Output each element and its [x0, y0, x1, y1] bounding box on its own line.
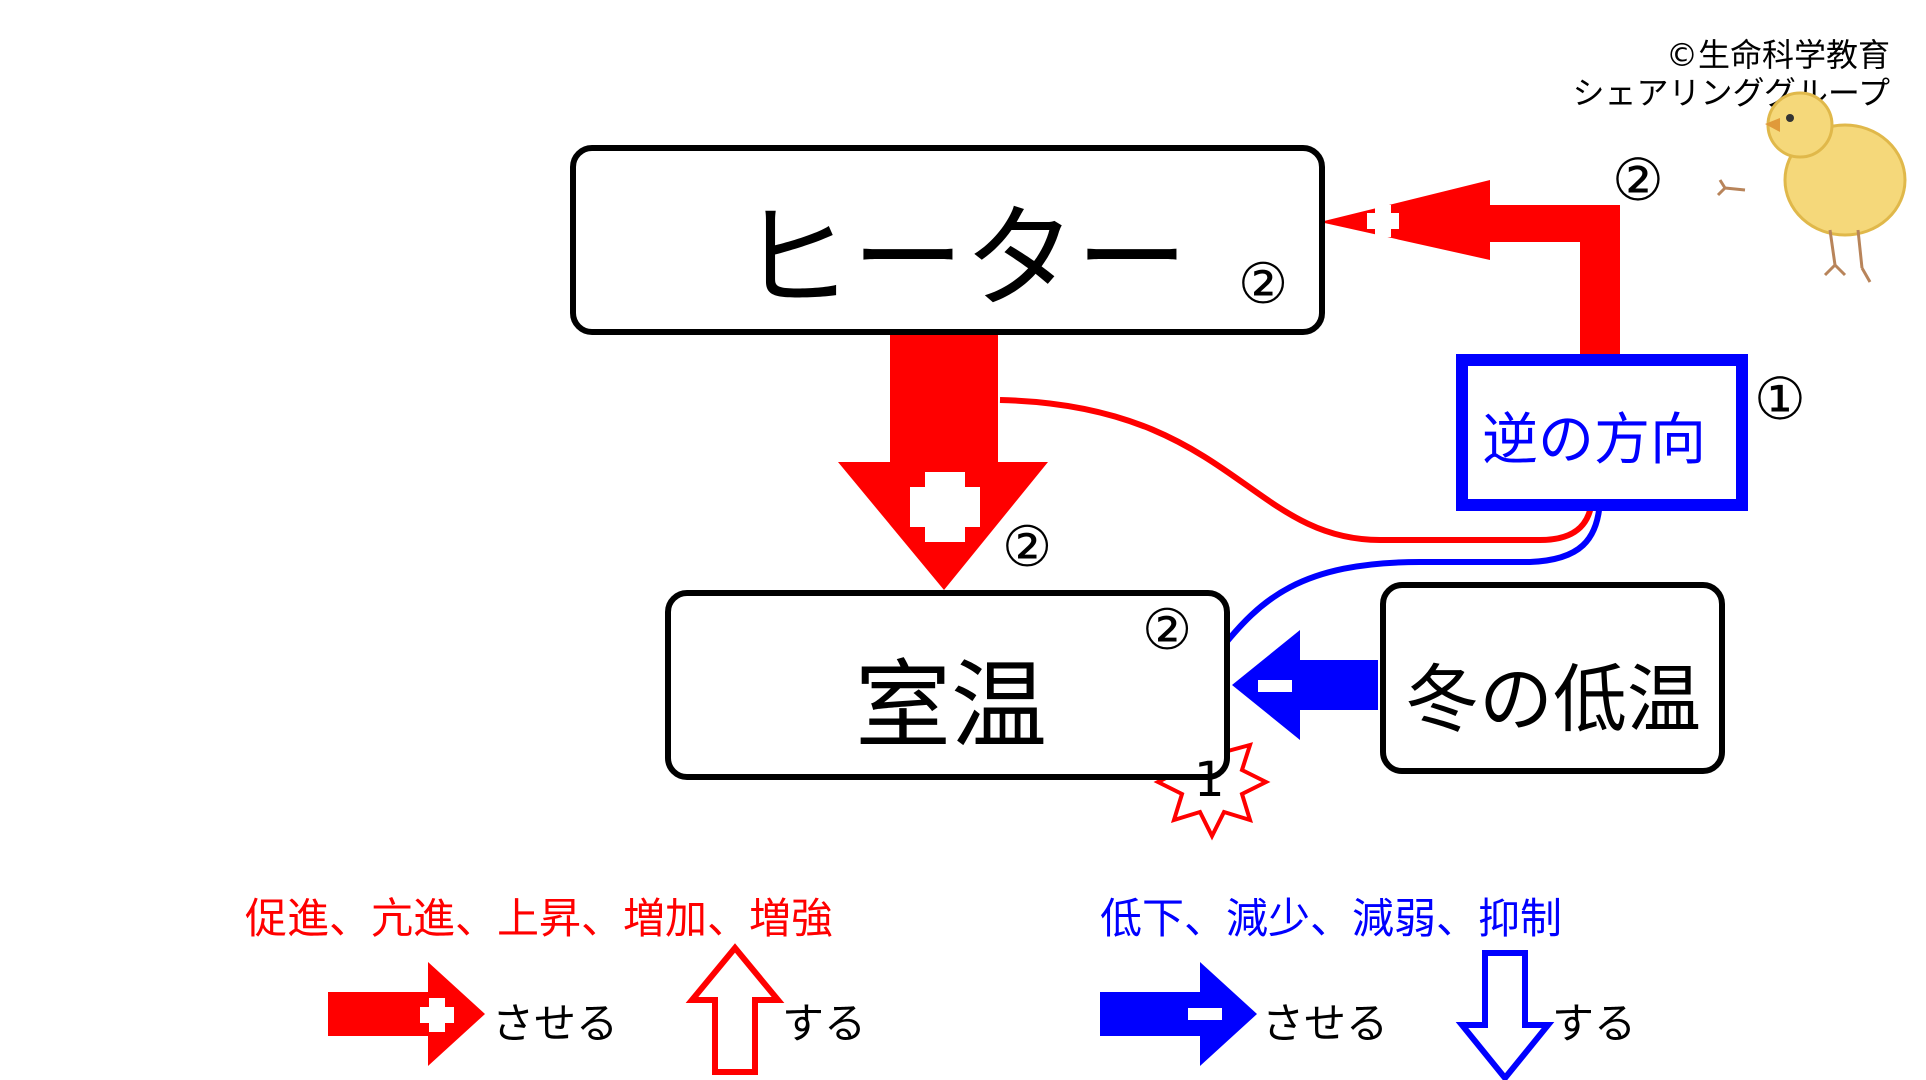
legend-suppress-arrow [1100, 962, 1257, 1066]
heater-label: ヒーター [740, 194, 1188, 324]
room-temp-label: 室温 [855, 650, 1047, 762]
room-temp-marker: ② [1142, 598, 1193, 663]
reverse-direction-label: 逆の方向 [1482, 408, 1706, 473]
legend-down-arrow-icon [1455, 950, 1555, 1080]
plus-icon [420, 1007, 454, 1023]
heater-arrow-marker: ② [1002, 515, 1053, 580]
room-temp-box [665, 590, 1230, 780]
winter-low-temp-label: 冬の低温 [1405, 657, 1701, 743]
plus-icon [1367, 213, 1399, 229]
plus-icon [910, 487, 980, 527]
credit-line-1: ©生命科学教育 [1665, 36, 1890, 74]
winter-low-temp-box [1380, 582, 1725, 774]
legend-promote-arrow [328, 962, 485, 1066]
minus-icon [1188, 1008, 1222, 1020]
chick-illustration [1716, 91, 1907, 283]
heater-marker: ② [1238, 252, 1289, 317]
legend-up-arrow-icon [685, 943, 785, 1075]
starburst-number: 1 [1194, 752, 1225, 808]
reverse-to-heater-arrow [1320, 180, 1620, 360]
legend-blue-terms: 低下、減少、減弱、抑制 [1100, 894, 1563, 943]
heater-to-room-arrow [838, 335, 1048, 590]
winter-to-room-arrow [1232, 630, 1378, 740]
legend-suppress-label: させる [1262, 999, 1389, 1048]
minus-icon [1258, 680, 1292, 692]
reverse-direction-box [1456, 354, 1748, 511]
legend-increase-label: する [782, 999, 867, 1048]
red-feedback-line [999, 397, 1595, 543]
legend-decrease-label: する [1552, 999, 1637, 1048]
reverse-marker: ① [1754, 365, 1806, 433]
heater-box [570, 145, 1325, 335]
credit-line-2: シェアリンググループ [1572, 74, 1890, 112]
legend-red-terms: 促進、亢進、上昇、増加、増強 [245, 894, 834, 943]
top-right-marker: ② [1612, 146, 1664, 214]
legend-promote-label: させる [492, 999, 619, 1048]
